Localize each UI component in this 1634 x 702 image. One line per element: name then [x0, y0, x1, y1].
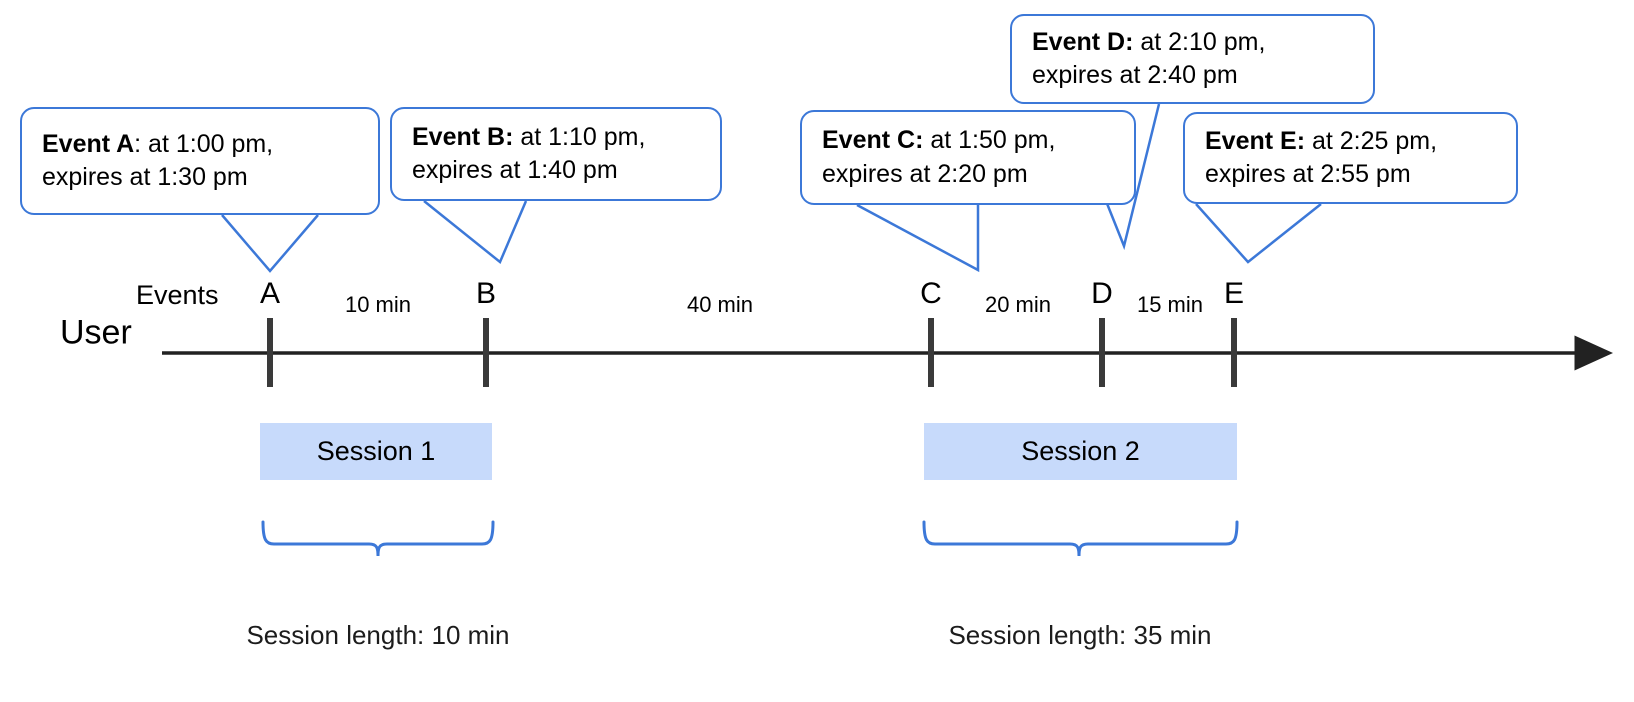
event-letter-a: A: [259, 277, 280, 310]
callout-event-b-bold: Event B:: [412, 122, 514, 151]
session-bar-1[interactable]: Session 1: [260, 423, 492, 480]
callout-event-d-line2: expires at 2:40 pm: [1032, 61, 1238, 89]
user-row-label: User: [60, 313, 132, 352]
callout-tail-a: [221, 214, 319, 273]
callout-event-d-rest: at 2:10 pm,: [1133, 27, 1266, 56]
callout-tail-d: [1102, 103, 1161, 251]
session-bar-2[interactable]: Session 2: [924, 423, 1237, 480]
callout-event-e-rest: at 2:25 pm,: [1305, 126, 1438, 155]
callout-event-e[interactable]: Event E: at 2:25 pm, expires at 2:55 pm: [1183, 112, 1518, 204]
callout-event-e-bold: Event E:: [1205, 126, 1306, 155]
gap-label-b-c: 40 min: [686, 292, 754, 317]
callout-event-c-line2: expires at 2:20 pm: [822, 159, 1028, 188]
callout-event-a-rest: : at 1:00 pm,: [134, 129, 274, 158]
event-letter-b: B: [475, 277, 496, 310]
callout-event-a[interactable]: Event A: at 1:00 pm, expires at 1:30 pm: [20, 107, 380, 215]
gap-label-c-d: 20 min: [984, 292, 1052, 317]
session-brace-2: [922, 520, 1239, 557]
callout-event-a-text: Event A: at 1:00 pm, expires at 1:30 pm: [42, 128, 273, 195]
callout-event-c-bold: Event C:: [822, 126, 924, 154]
callout-tail-e: [1195, 203, 1322, 264]
event-letter-e: E: [1223, 277, 1244, 310]
callout-event-c[interactable]: Event C: at 1:50 pm, expires at 2:20 pm: [800, 110, 1136, 205]
session-bar-1-label: Session 1: [316, 436, 436, 466]
callout-event-e-text: Event E: at 2:25 pm, expires at 2:55 pm: [1205, 125, 1437, 192]
gap-label-a-b: 10 min: [344, 292, 412, 317]
callout-tail-b: [423, 200, 528, 265]
callout-event-e-line2: expires at 2:55 pm: [1205, 160, 1411, 188]
event-letter-c: C: [920, 277, 942, 310]
events-row-label: Events: [136, 280, 219, 310]
event-letter-d: D: [1091, 277, 1113, 310]
gap-label-d-e: 15 min: [1136, 292, 1204, 317]
session-brace-1: [261, 520, 495, 557]
session-length-label-1: Session length: 10 min: [246, 620, 510, 650]
callout-event-b-text: Event B: at 1:10 pm, expires at 1:40 pm: [412, 121, 645, 188]
session-length-label-2: Session length: 35 min: [948, 620, 1212, 650]
callout-event-a-bold: Event A: [42, 129, 135, 158]
callout-event-d-text: Event D: at 2:10 pm, expires at 2:40 pm: [1032, 26, 1265, 93]
callout-event-b-rest: at 1:10 pm,: [513, 122, 646, 151]
callout-tail-c: [856, 203, 980, 273]
callout-event-c-text: Event C: at 1:50 pm, expires at 2:20 pm: [822, 124, 1055, 191]
callout-event-a-line2: expires at 1:30 pm: [42, 163, 248, 191]
callout-event-d[interactable]: Event D: at 2:10 pm, expires at 2:40 pm: [1010, 14, 1375, 104]
callout-event-d-bold: Event D:: [1032, 27, 1134, 56]
callout-event-b[interactable]: Event B: at 1:10 pm, expires at 1:40 pm: [390, 107, 722, 201]
callout-event-b-line2: expires at 1:40 pm: [412, 156, 618, 184]
callout-event-c-rest: at 1:50 pm,: [923, 126, 1056, 154]
session-bar-2-label: Session 2: [1021, 436, 1140, 466]
